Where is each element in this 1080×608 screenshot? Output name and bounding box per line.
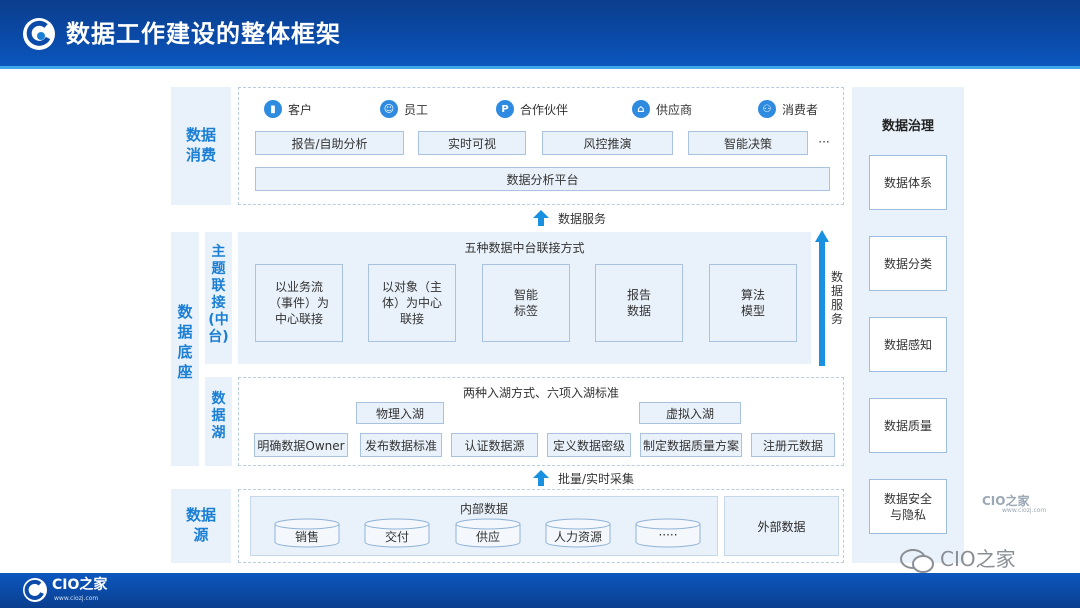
factory-icon: ⌂ [632,100,650,118]
header-bar [0,0,1080,68]
footer-url: www.ciozj.com [54,595,99,602]
up-arrow-icon [533,470,549,486]
consumer-label: 客户 [288,102,313,117]
consumer-item: P 合作伙伴 [496,100,568,118]
internal-item: 人力资源 [553,530,602,544]
consumer-item: ⌂ 供应商 [632,100,692,118]
consume-label: 数据 消费 [185,126,216,164]
governance-item: 数据体系 [869,155,947,210]
watermark-brand: CIO之家 [982,494,1030,508]
consumer-label: 消费者 [782,102,819,117]
topic-card-algorithm: 算法 模型 [709,264,797,342]
watermark-url: www.ciozj.com [1002,507,1047,514]
footer-brand: CIO之家 [52,577,108,593]
lake-side-panel: 数 据 湖 [205,377,232,466]
lake-standard: 注册元数据 [751,433,835,457]
database-icon [455,518,521,548]
consumer-label: 供应商 [656,102,693,117]
lake-mode-virtual: 虚拟入湖 [639,402,741,424]
database-icon [274,518,340,548]
ingest-label: 批量/实时采集 [558,472,635,486]
database-icon [545,518,611,548]
database-icon [635,518,701,548]
external-data: 外部数据 [724,496,839,556]
consumer-label: 员工 [404,102,429,117]
governance-item: 数据安全 与隐私 [869,479,947,534]
consumer-item: ▮ 客户 [264,100,312,118]
app-realtime: 实时可视 [418,131,526,155]
data-service-label: 数据服务 [558,212,607,226]
lake-standard: 制定数据质量方案 [640,433,742,457]
governance-item: 数据质量 [869,398,947,453]
topic-side-label: 主 题 联 接 (中 台) [208,244,229,345]
up-arrow-icon [533,210,549,226]
app-report: 报告/自助分析 [255,131,404,155]
cio-logo-icon [23,578,47,602]
vertical-up-arrow-icon [815,230,829,366]
lake-standard: 定义数据密级 [547,433,631,457]
source-panel: 数据 源 [171,489,231,563]
footer-bar [0,573,1080,608]
base-panel: 数据 底座 [171,232,199,466]
lake-standard: 明确数据Owner [254,433,348,457]
header-stripe [0,66,1080,69]
consumer-row: ▮ 客户 ☺ 员工 P 合作伙伴 ⌂ 供应商 ⚇ 消费者 [264,98,844,122]
internal-item: 销售 [294,530,319,544]
consumer-label: 合作伙伴 [520,102,569,117]
consumer-item: ☺ 员工 [380,100,428,118]
internal-item: ····· [658,528,678,542]
person-icon: ☺ [380,100,398,118]
data-service-vertical-label: 数 据 服 务 [830,270,843,326]
lake-side-label: 数 据 湖 [211,391,226,441]
wechat-icon [900,549,934,573]
base-label: 数据 底座 [177,303,193,381]
consume-panel: 数据 消费 [171,87,231,205]
governance-item: 数据感知 [869,317,947,372]
wechat-watermark: CIO之家 [940,547,1016,571]
app-more: ··· [818,135,830,149]
group-icon: ⚇ [758,100,776,118]
app-decision: 智能决策 [688,131,808,155]
source-label: 数据 源 [185,506,216,544]
topic-card-report: 报告 数据 [595,264,683,342]
internal-item: 交付 [384,530,409,544]
database-icon [364,518,430,548]
lake-mode-physical: 物理入湖 [356,402,444,424]
p-icon: P [496,100,514,118]
topic-side-panel: 主 题 联 接 (中 台) [205,232,232,364]
app-risk: 风控推演 [542,131,673,155]
topic-card-event: 以业务流 （事件）为 中心联接 [255,264,343,342]
building-icon: ▮ [264,100,282,118]
cio-logo-icon [23,18,55,50]
topic-card-object: 以对象（主 体）为中心 联接 [368,264,456,342]
internal-item: 供应 [475,530,500,544]
governance-item: 数据分类 [869,236,947,291]
lake-standard: 认证数据源 [451,433,538,457]
consumer-item: ⚇ 消费者 [758,100,818,118]
lake-standard: 发布数据标准 [360,433,442,457]
topic-card-tag: 智能 标签 [482,264,570,342]
page-title: 数据工作建设的整体框架 [66,20,341,48]
lake-heading: 两种入湖方式、六项入湖标准 [462,386,619,400]
internal-data-title: 内部数据 [459,502,508,516]
analysis-platform: 数据分析平台 [255,167,830,191]
topic-heading: 五种数据中台联接方式 [464,241,585,255]
governance-title: 数据治理 [881,119,934,134]
